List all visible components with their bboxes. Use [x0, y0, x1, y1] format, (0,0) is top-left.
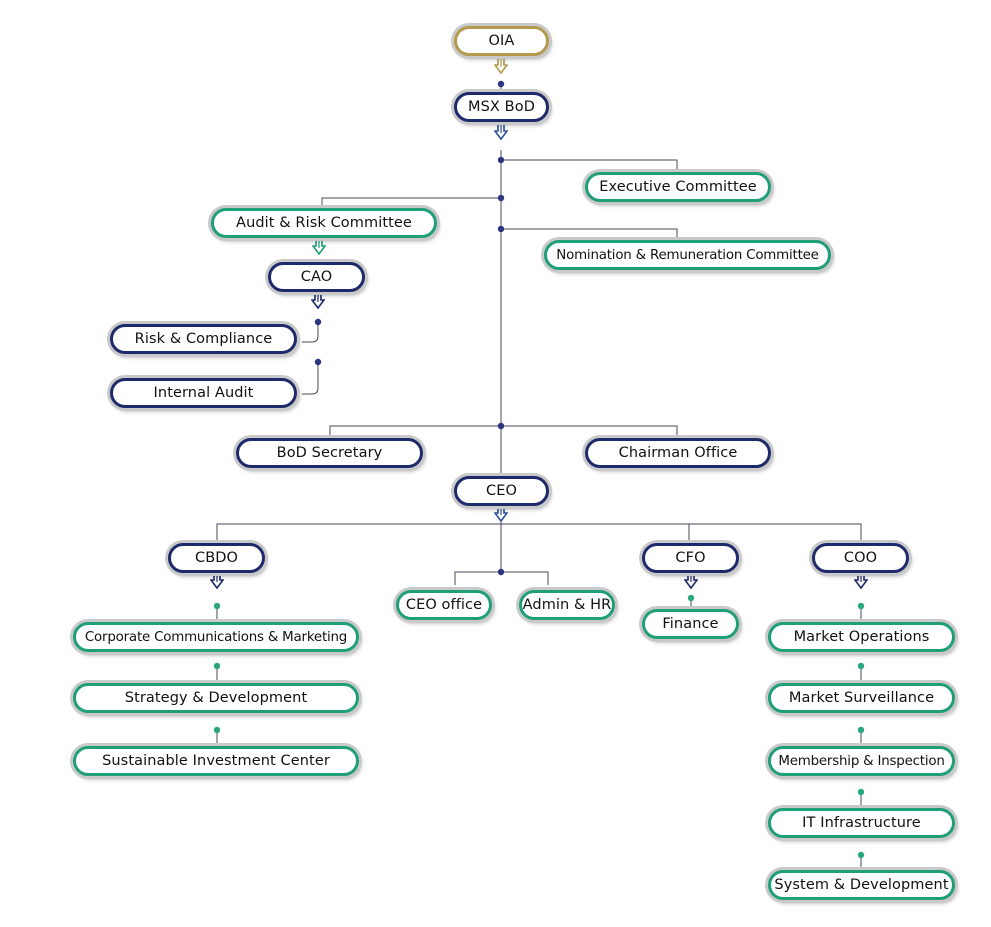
node-ceo-office: CEO office: [396, 590, 492, 620]
node-coo: COO: [812, 543, 909, 573]
node-finance: Finance: [642, 609, 739, 639]
down-arrow-icon: [210, 572, 224, 590]
node-audit-risk-committee: Audit & Risk Committee: [211, 208, 437, 238]
node-membership-inspection: Membership & Inspection: [768, 746, 955, 776]
node-cbdo: CBDO: [168, 543, 265, 573]
down-arrow-icon: [494, 57, 508, 75]
down-arrow-icon: [494, 505, 508, 523]
down-arrow-icon: [311, 292, 325, 310]
node-strategy-development: Strategy & Development: [73, 683, 359, 713]
node-corporate-communications-marketing: Corporate Communications & Marketing: [73, 622, 359, 652]
node-system-development: System & Development: [768, 870, 955, 900]
node-oia: OIA: [454, 26, 549, 56]
node-risk-compliance: Risk & Compliance: [110, 324, 297, 354]
node-ceo: CEO: [454, 476, 549, 506]
down-arrow-icon: [494, 123, 508, 141]
node-executive-committee: Executive Committee: [585, 172, 771, 202]
node-market-operations: Market Operations: [768, 622, 955, 652]
down-arrow-icon: [684, 572, 698, 590]
node-bod-secretary: BoD Secretary: [236, 438, 423, 468]
down-arrow-icon: [854, 572, 868, 590]
down-arrow-icon: [312, 238, 326, 256]
node-it-infrastructure: IT Infrastructure: [768, 808, 955, 838]
node-chairman-office: Chairman Office: [585, 438, 771, 468]
node-cfo: CFO: [642, 543, 739, 573]
node-market-surveillance: Market Surveillance: [768, 683, 955, 713]
node-cao: CAO: [268, 262, 365, 292]
node-nomination-remuneration-committee: Nomination & Remuneration Committee: [544, 240, 831, 270]
node-internal-audit: Internal Audit: [110, 378, 297, 408]
node-msx-bod: MSX BoD: [454, 92, 549, 122]
node-sustainable-investment-center: Sustainable Investment Center: [73, 746, 359, 776]
node-admin-hr: Admin & HR: [519, 590, 615, 620]
